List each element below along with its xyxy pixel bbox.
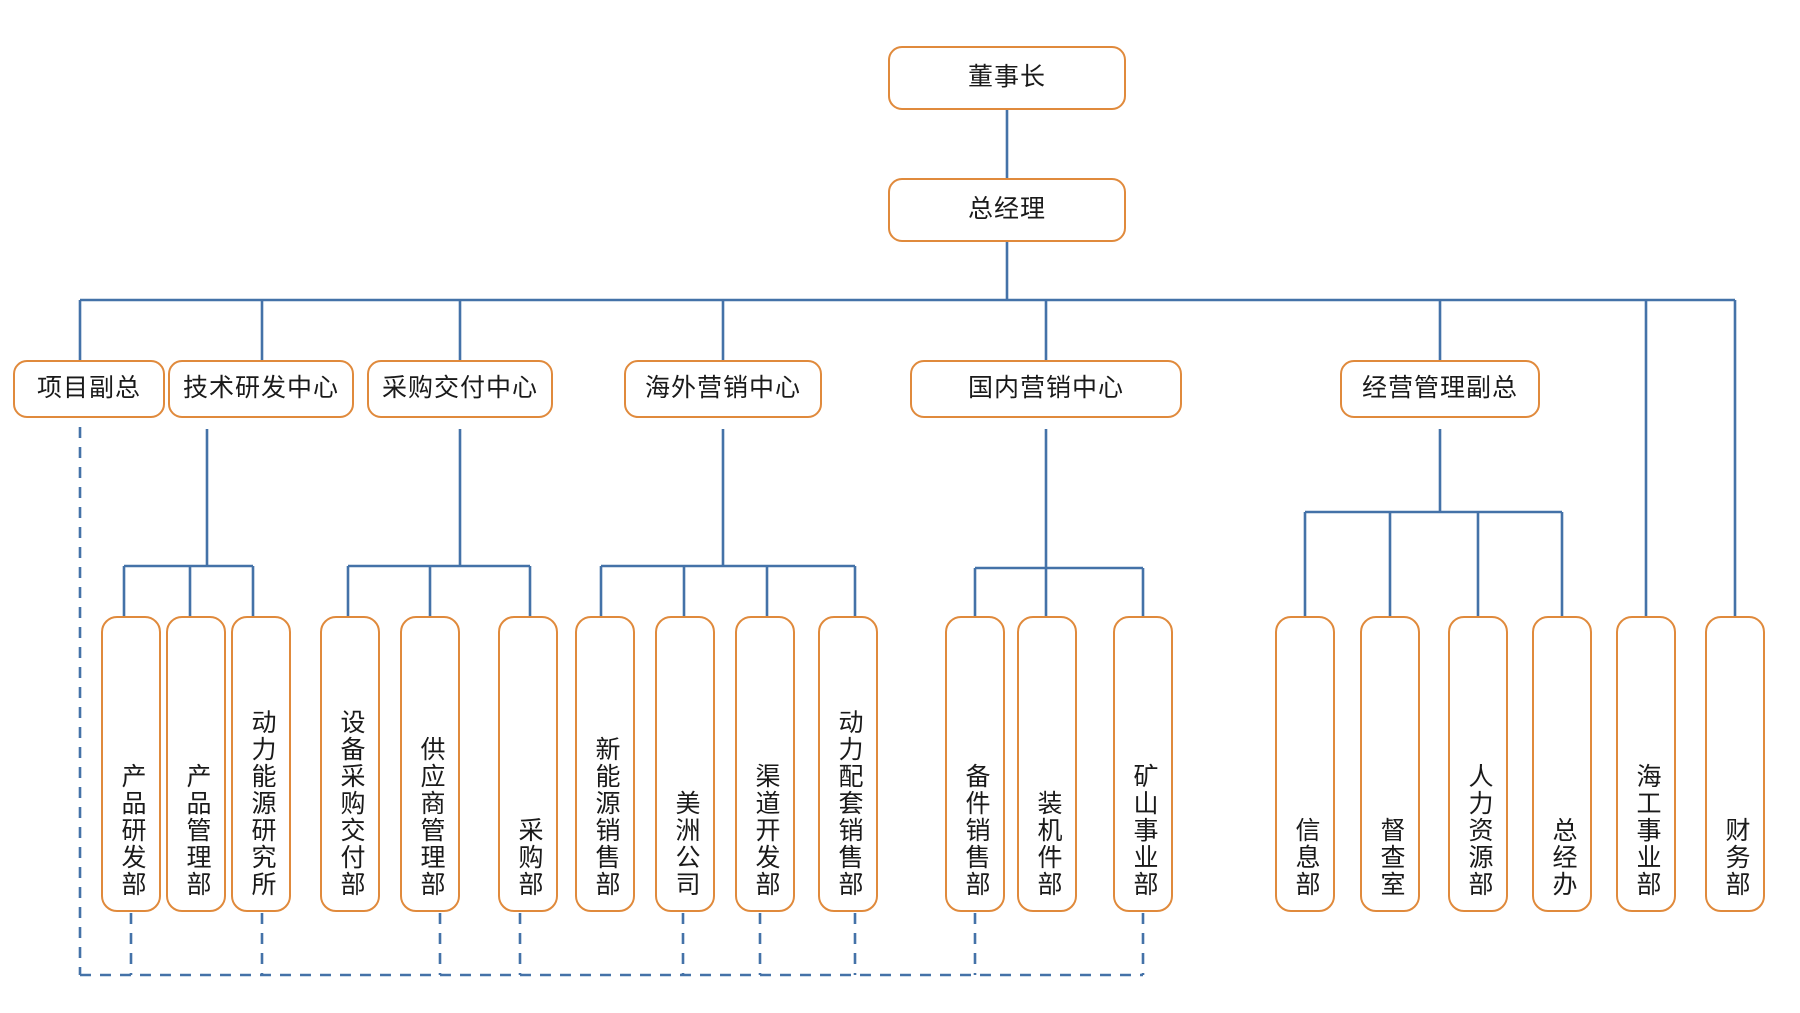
node-label: 备件销售部 [962,763,989,898]
node-offshore-engineering-division[interactable]: 海工事业部 [1616,616,1676,912]
node-label: 督查室 [1377,817,1404,898]
node-label: 设备采购交付部 [337,709,364,898]
node-label: 新能源销售部 [592,736,619,898]
node-procurement-delivery-center[interactable]: 采购交付中心 [367,360,553,418]
node-label: 国内营销中心 [967,375,1124,403]
node-label: 供应商管理部 [417,736,444,898]
node-operations-management-vp[interactable]: 经营管理副总 [1340,360,1540,418]
node-overseas-marketing-center[interactable]: 海外营销中心 [624,360,822,418]
node-label: 动力配套销售部 [835,709,862,898]
node-label: 产品管理部 [183,763,210,898]
node-label: 动力能源研究所 [248,709,275,898]
node-label: 海外营销中心 [644,375,801,403]
node-chairman[interactable]: 董事长 [888,46,1126,110]
node-label: 渠道开发部 [752,763,779,898]
node-domestic-marketing-center[interactable]: 国内营销中心 [910,360,1182,418]
node-label: 采购部 [515,817,542,898]
node-channel-development-dept[interactable]: 渠道开发部 [735,616,795,912]
node-supplier-management-dept[interactable]: 供应商管理部 [400,616,460,912]
node-label: 产品研发部 [118,763,145,898]
node-new-energy-sales-dept[interactable]: 新能源销售部 [575,616,635,912]
node-label: 项目副总 [36,375,141,403]
node-product-management-dept[interactable]: 产品管理部 [166,616,226,912]
node-label: 装机件部 [1034,790,1061,898]
node-label: 总经理 [967,196,1046,224]
node-finance-dept[interactable]: 财务部 [1705,616,1765,912]
node-label: 财务部 [1722,817,1749,898]
node-rd-center[interactable]: 技术研发中心 [168,360,354,418]
node-label: 技术研发中心 [182,375,339,403]
node-label: 美洲公司 [672,790,699,898]
node-procurement-dept[interactable]: 采购部 [498,616,558,912]
node-power-energy-institute[interactable]: 动力能源研究所 [231,616,291,912]
node-supervision-office[interactable]: 督查室 [1360,616,1420,912]
node-label: 信息部 [1292,817,1319,898]
node-project-vp[interactable]: 项目副总 [13,360,165,418]
node-label: 矿山事业部 [1130,763,1157,898]
node-equipment-procurement-delivery-dept[interactable]: 设备采购交付部 [320,616,380,912]
node-label: 人力资源部 [1465,763,1492,898]
node-information-dept[interactable]: 信息部 [1275,616,1335,912]
node-gm-office[interactable]: 总经办 [1532,616,1592,912]
node-mining-business-division[interactable]: 矿山事业部 [1113,616,1173,912]
node-label: 董事长 [967,64,1046,92]
node-label: 海工事业部 [1633,763,1660,898]
node-power-supporting-sales-dept[interactable]: 动力配套销售部 [818,616,878,912]
node-label: 经营管理副总 [1361,375,1518,403]
node-general-manager[interactable]: 总经理 [888,178,1126,242]
node-label: 总经办 [1549,817,1576,898]
node-product-rd-dept[interactable]: 产品研发部 [101,616,161,912]
node-human-resources-dept[interactable]: 人力资源部 [1448,616,1508,912]
node-spare-parts-sales-dept[interactable]: 备件销售部 [945,616,1005,912]
node-label: 采购交付中心 [381,375,538,403]
node-americas-company[interactable]: 美洲公司 [655,616,715,912]
node-installed-parts-dept[interactable]: 装机件部 [1017,616,1077,912]
